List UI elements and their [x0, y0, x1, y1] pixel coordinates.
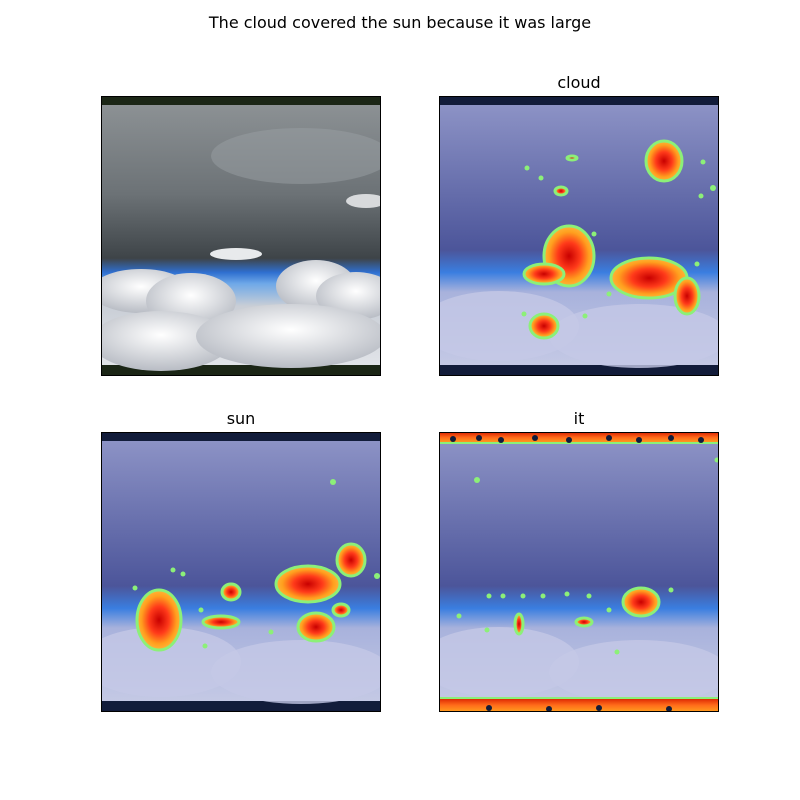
- original-image: [101, 96, 381, 376]
- heat-blob: [513, 612, 525, 636]
- heat-blob: [220, 582, 242, 602]
- sun-attention-map: [101, 432, 381, 712]
- heat-blob: [135, 588, 183, 652]
- heat-band-top: [439, 432, 719, 444]
- heat-blob: [673, 276, 701, 316]
- panel-title-it: it: [573, 409, 585, 428]
- panel-title-cloud: cloud: [557, 73, 601, 92]
- heat-blob: [565, 154, 579, 162]
- heat-blob: [574, 616, 594, 628]
- heat-blob: [522, 262, 566, 286]
- panel-cloud: [439, 96, 719, 376]
- panel-sun: [101, 432, 381, 712]
- panel-title-sun: sun: [226, 409, 256, 428]
- heat-blob: [274, 564, 342, 604]
- heat-blob: [528, 312, 560, 340]
- it-attention-map: [439, 432, 719, 712]
- heat-blob: [335, 542, 367, 578]
- heat-blob: [201, 614, 241, 630]
- cloud-attention-map: [439, 96, 719, 376]
- heat-blob: [644, 139, 684, 183]
- heat-blob: [553, 185, 569, 197]
- heat-blob: [621, 586, 661, 618]
- heat-blob: [296, 611, 336, 643]
- heat-band-bottom: [439, 697, 719, 712]
- panel-original: [101, 96, 381, 376]
- heat-blob: [331, 602, 351, 618]
- figure-title: The cloud covered the sun because it was…: [208, 13, 592, 32]
- panel-it: [439, 432, 719, 712]
